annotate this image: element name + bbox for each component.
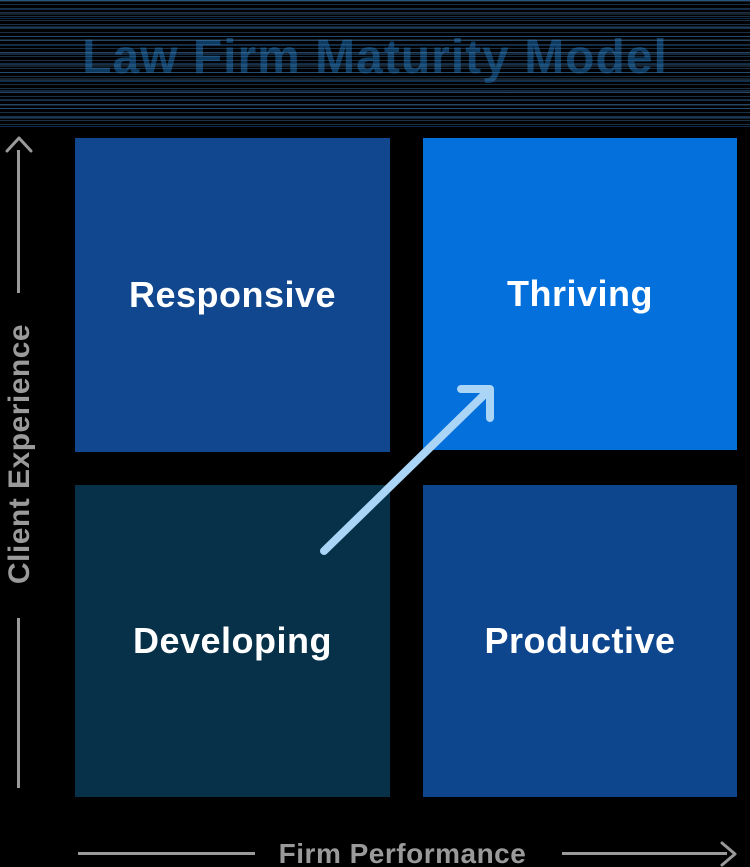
quadrant-label: Productive bbox=[484, 620, 676, 661]
quadrant-label: Developing bbox=[132, 620, 333, 661]
x-axis-line-right bbox=[562, 852, 727, 855]
y-axis-line-lower bbox=[17, 618, 20, 788]
quadrant-label: Responsive bbox=[128, 274, 337, 315]
y-axis-label: Client Experience bbox=[3, 323, 36, 585]
quadrant-productive: Productive bbox=[423, 485, 737, 797]
quadrant-label: Thriving bbox=[507, 273, 653, 314]
arrow-up-icon bbox=[5, 136, 33, 153]
page-title: Law Firm Maturity Model bbox=[82, 31, 668, 84]
quadrant-responsive: Responsive bbox=[75, 138, 390, 452]
quadrant-developing: Developing bbox=[75, 485, 390, 797]
quadrant-thriving: Thriving bbox=[423, 138, 737, 450]
arrow-right-icon bbox=[720, 841, 737, 867]
x-axis-label: Firm Performance bbox=[278, 838, 527, 867]
y-axis-line-upper bbox=[17, 150, 20, 293]
x-axis-line-left bbox=[78, 852, 255, 855]
